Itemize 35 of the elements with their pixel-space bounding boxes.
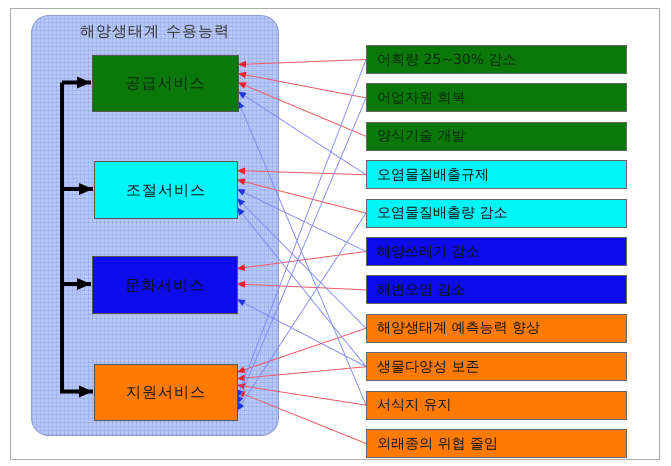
outcome-box: 어업자원 회복: [366, 83, 627, 112]
connector-line: [236, 167, 366, 176]
outcome-box: 생물다양성 보존: [366, 352, 627, 382]
connector-line: [236, 212, 366, 412]
outcome-box: 해변오염 감소: [366, 275, 627, 304]
service-box: 문화서비스: [92, 256, 238, 314]
outcome-box: 외래종의 위협 줄임: [366, 429, 627, 458]
service-box: 공급서비스: [92, 55, 239, 112]
connector-line: [238, 82, 366, 137]
panel-title: 해양생태계 수용능력: [79, 22, 231, 41]
connector-line: [238, 91, 366, 176]
outcome-box: 해양쓰레기 감소: [366, 237, 627, 266]
connector-line: [236, 206, 366, 368]
arrow: [60, 76, 91, 88]
group-panel: [31, 15, 279, 436]
connector-line: [236, 188, 366, 252]
arrow: [60, 82, 93, 398]
connector-line: [236, 198, 366, 329]
outcome-box: 오염물질배출량 감소: [366, 198, 627, 228]
service-box: 지원서비스: [94, 364, 238, 421]
connector-line: [238, 59, 366, 68]
service-box: 조절서비스: [94, 161, 238, 219]
connector-line: [238, 72, 366, 98]
connector-line: [236, 366, 366, 382]
outcome-box: 오염물질배출규제: [366, 160, 627, 190]
connector-line: [236, 178, 366, 214]
outcome-box: 서식지 유지: [366, 390, 627, 420]
outcome-box: 어획량 25~30% 감소: [366, 45, 627, 74]
connector-line: [236, 382, 366, 406]
connector-line: [236, 280, 366, 290]
outcome-box: 해양생태계 예측능력 향상: [366, 314, 627, 343]
outcome-box: 양식기술 개발: [366, 122, 627, 151]
connector-line: [236, 298, 366, 368]
connector-line: [236, 251, 366, 272]
connector-line: [236, 328, 366, 373]
